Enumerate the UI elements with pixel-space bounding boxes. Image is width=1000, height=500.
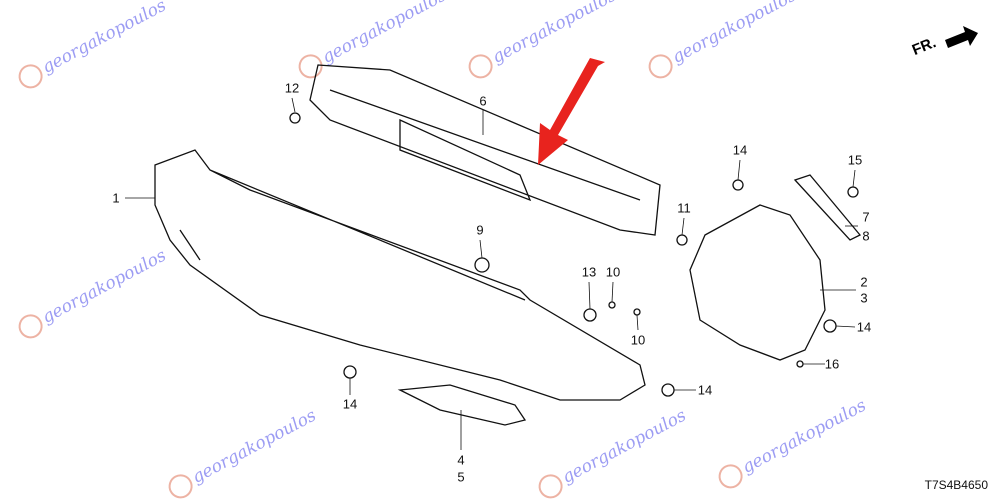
bumper-cover	[154, 149, 646, 401]
callout-label: 14	[732, 142, 748, 158]
diagram-code: T7S4B4650	[924, 478, 988, 492]
callout-label: 5	[457, 469, 465, 485]
callout-label: 10	[630, 332, 646, 348]
callout-label: 6	[479, 93, 487, 109]
callout-label: 15	[847, 152, 863, 168]
reflector	[397, 384, 527, 426]
front-direction-arrow	[945, 26, 978, 48]
callout-label: 9	[476, 222, 484, 238]
callout-label: 8	[862, 228, 870, 244]
bumper-beam	[309, 64, 661, 236]
bracket	[793, 174, 862, 241]
callout-label: 10	[605, 264, 621, 280]
callout-label: 4	[457, 452, 465, 468]
bumper-side-piece	[689, 204, 826, 361]
callout-label: 14	[697, 382, 713, 398]
callout-label: 2	[860, 274, 868, 290]
callout-label: 14	[342, 396, 358, 412]
fasteners	[289, 112, 859, 397]
callout-label: 7	[862, 209, 870, 225]
highlight-arrow	[538, 58, 605, 165]
leader-lines	[125, 97, 858, 450]
callout-label: 1	[112, 190, 120, 206]
callout-label: 14	[856, 319, 872, 335]
callout-label: 13	[581, 264, 597, 280]
callout-label: 12	[284, 80, 300, 96]
callout-label: 11	[677, 200, 691, 216]
callout-label: 3	[860, 290, 868, 306]
callout-label: 16	[824, 356, 840, 372]
